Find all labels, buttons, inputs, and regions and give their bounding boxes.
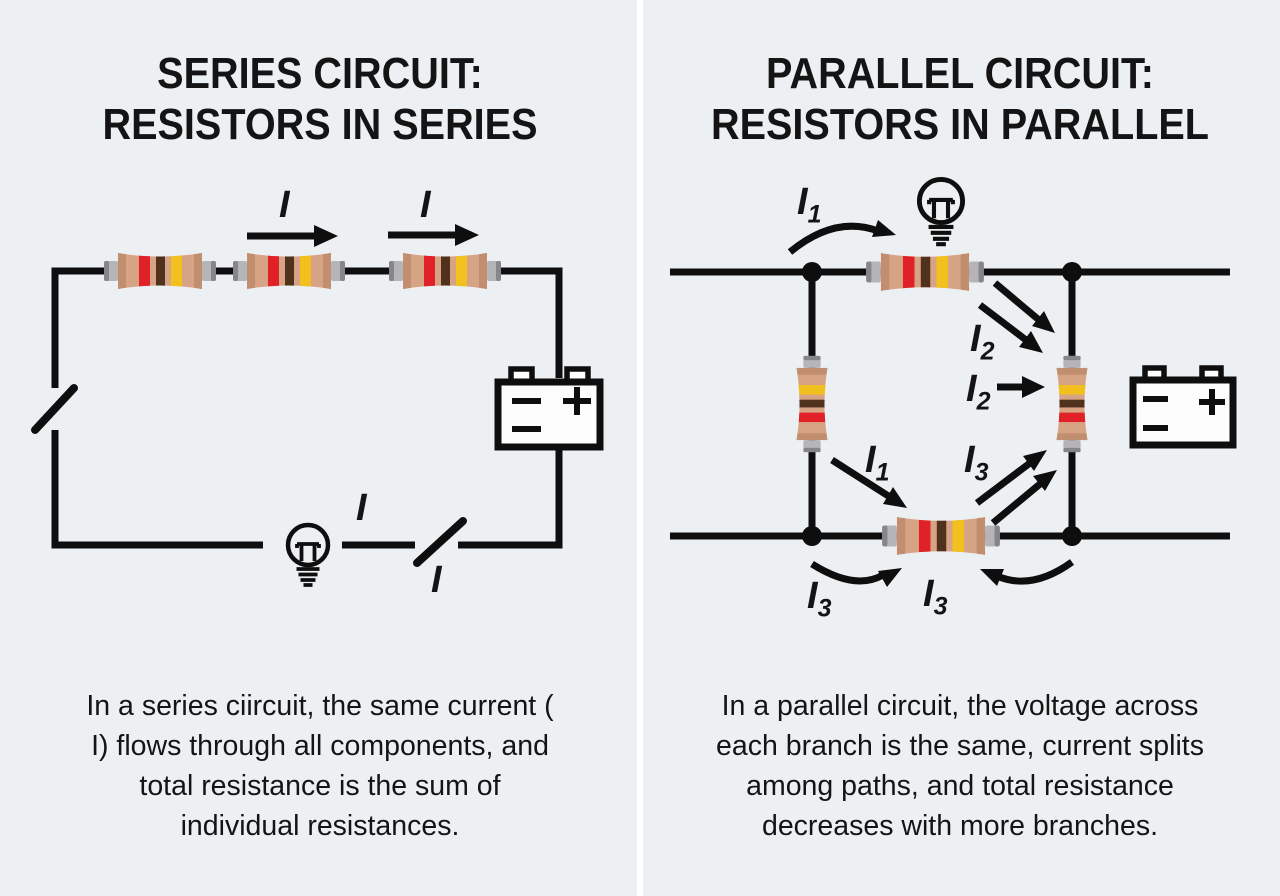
parallel-title-line2: RESISTORS IN PARALLEL	[711, 100, 1209, 149]
resistor-icon	[882, 516, 1000, 556]
series-title-line2: RESISTORS IN SERIES	[102, 100, 538, 149]
current-arrow-i2-diagonal	[977, 302, 1043, 353]
current-arrow-i3-curved-left	[810, 561, 902, 587]
parallel-circuit-diagram	[670, 160, 1237, 587]
resistor-icon	[389, 252, 501, 290]
series-panel: SERIES CIRCUIT: RESISTORS IN SERIES	[31, 48, 608, 842]
current-arrow-i2-horizontal	[997, 376, 1045, 398]
panel-divider	[637, 0, 643, 896]
junction-dot	[802, 262, 822, 282]
switch-icon	[413, 517, 467, 567]
light-bulb-icon	[919, 179, 962, 244]
current-label-i-top-second: I	[420, 184, 431, 226]
current-arrow-i3-up	[974, 450, 1047, 506]
current-label-i1-top: I1	[797, 181, 822, 229]
junction-dot	[1062, 262, 1082, 282]
resistor-icon	[796, 356, 829, 452]
current-arrow-i3-up	[990, 470, 1057, 526]
parallel-title-line1: PARALLEL CIRCUIT:	[766, 49, 1154, 98]
series-description: In a series ciircuit, the same current (…	[86, 690, 554, 842]
current-arrow	[247, 225, 338, 247]
current-arrow-i2-diagonal	[992, 280, 1055, 333]
series-circuit-diagram	[31, 224, 604, 680]
resistor-icon	[104, 252, 216, 290]
current-arrow	[388, 224, 479, 246]
light-bulb-icon	[288, 525, 328, 585]
current-label-i-top-first: I	[279, 184, 290, 226]
current-label-i-bottom: I	[356, 487, 367, 529]
current-label-i3-bottom-left: I3	[807, 575, 832, 623]
junction-dot	[802, 526, 822, 546]
battery-icon	[1129, 365, 1237, 449]
current-label-i-switch: I	[431, 559, 442, 601]
current-label-i2-mid: I2	[966, 368, 991, 416]
current-label-i3-right: I3	[964, 439, 989, 487]
resistor-icon	[866, 252, 984, 292]
junction-dot	[1062, 526, 1082, 546]
current-arrow-i1-lower	[830, 457, 907, 508]
parallel-panel: PARALLEL CIRCUIT: RESISTORS IN PARALLEL	[640, 0, 1280, 896]
series-panel-title: SERIES CIRCUIT: RESISTORS IN SERIES	[32, 48, 608, 150]
resistor-icon	[233, 252, 345, 290]
battery-icon	[494, 366, 604, 451]
current-label-i2-upper: I2	[970, 318, 995, 366]
parallel-description: In a parallel circuit, the voltage acros…	[716, 690, 1204, 842]
switch-icon	[31, 384, 78, 434]
current-label-i1-lower: I1	[865, 439, 890, 487]
current-arrow-i1-curved	[787, 220, 896, 255]
series-wires	[51, 267, 563, 549]
current-label-i3-bottom-mid: I3	[923, 573, 948, 621]
current-arrow-i3-curved-right	[980, 559, 1075, 586]
parallel-panel-title: PARALLEL CIRCUIT: RESISTORS IN PARALLEL	[672, 48, 1248, 150]
series-title-line1: SERIES CIRCUIT:	[157, 49, 483, 98]
resistor-icon	[1056, 356, 1089, 452]
